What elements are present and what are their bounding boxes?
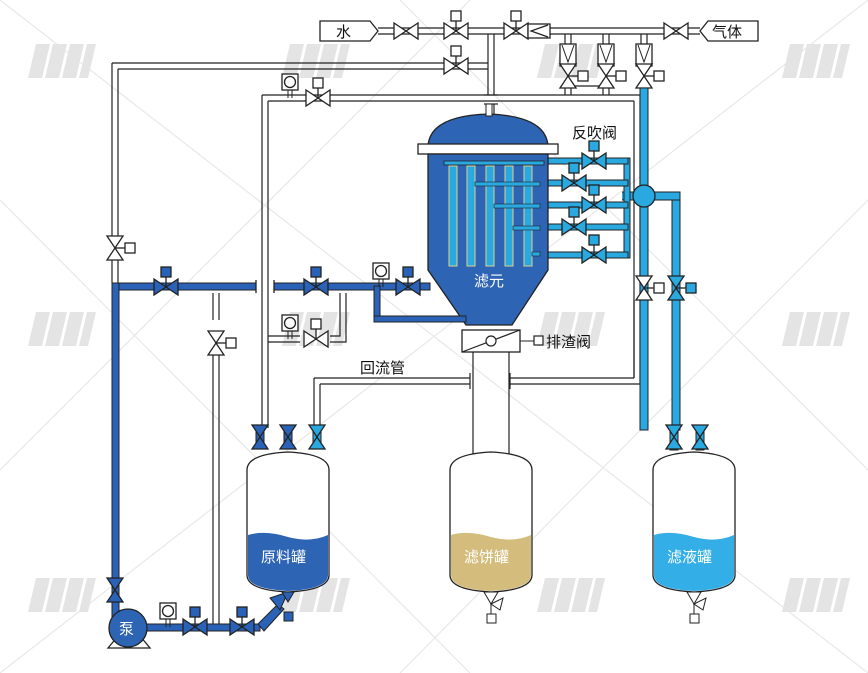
slag-valve[interactable] — [461, 329, 544, 353]
flush-valve-top[interactable] — [443, 45, 469, 75]
flowmeter-3 — [635, 43, 665, 89]
feed-pipes — [111, 282, 705, 632]
gas-manual-valve[interactable] — [663, 22, 689, 40]
raw-tank-valve-1[interactable] — [251, 424, 269, 450]
return-pipe-label: 回流管 — [360, 359, 405, 377]
water-actuated-valve[interactable] — [443, 10, 469, 40]
filtrate-tank: 滤液罐 — [652, 451, 736, 624]
raw-material-tank: 原料罐 — [246, 451, 330, 622]
filtrate-tank-valve-2[interactable] — [691, 424, 709, 450]
filter-cake-tank: 滤饼罐 — [449, 451, 533, 624]
filtrate-tank-valve-1[interactable] — [665, 424, 683, 450]
gas-label: 气体 — [712, 23, 742, 41]
slag-valve-label: 排渣阀 — [546, 333, 591, 351]
flowmeter-2 — [597, 43, 627, 89]
gas-inlet: 气体 — [699, 20, 759, 42]
left-return-valve[interactable] — [106, 235, 136, 261]
water-label: 水 — [336, 23, 351, 41]
raw-tank-label: 原料罐 — [261, 548, 306, 566]
water-inlet: 水 — [319, 20, 379, 42]
pump-label: 泵 — [119, 620, 134, 638]
water-check-valve[interactable] — [503, 10, 551, 40]
feed-valve-2[interactable] — [303, 266, 329, 296]
filtrate-tank-label: 滤液罐 — [667, 548, 712, 566]
filter-vessel: 滤元 — [417, 103, 559, 326]
feed-valve-1[interactable] — [153, 266, 179, 296]
drain-valve[interactable] — [207, 330, 237, 356]
backflush-valve-label: 反吹阀 — [572, 124, 617, 142]
flowmeter-1 — [559, 43, 589, 89]
pump[interactable]: 泵 — [106, 608, 152, 649]
pump-suction-valve[interactable] — [106, 577, 124, 603]
water-manual-valve[interactable] — [393, 22, 419, 40]
cake-tank-label: 滤饼罐 — [464, 548, 509, 566]
raw-tank-valve-2[interactable] — [279, 424, 297, 450]
manifold-node — [632, 184, 656, 208]
filter-element-label: 滤元 — [474, 272, 504, 290]
raw-tank-valve-3[interactable] — [308, 424, 326, 450]
white-pipes — [111, 27, 700, 628]
